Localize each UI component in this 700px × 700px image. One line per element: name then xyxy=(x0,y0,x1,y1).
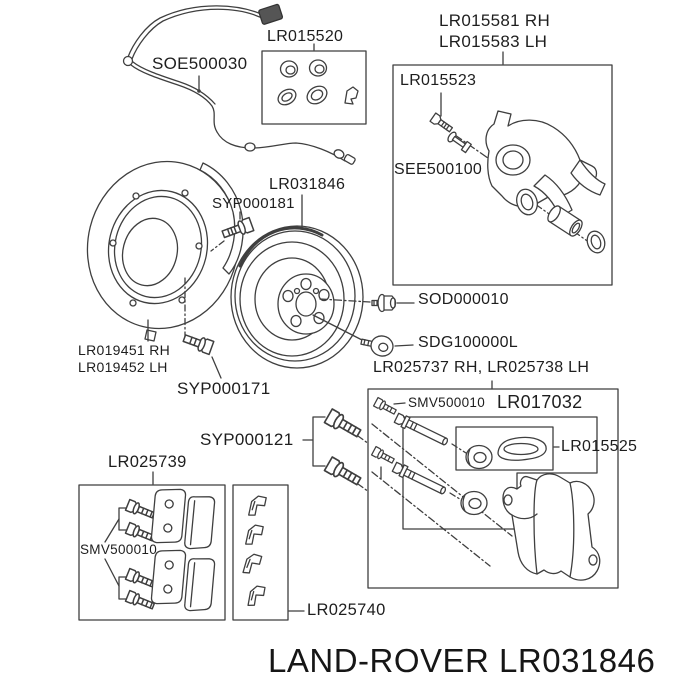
disc-screw-drawing xyxy=(182,277,215,356)
piston-seal-kit-box xyxy=(261,50,367,125)
caliper-bracket-drawing xyxy=(502,473,601,581)
label-shield-rh: LR019451 RH xyxy=(78,342,171,358)
hub-bolt-drawing xyxy=(319,293,397,313)
label-caliper-rh: LR015581 RH xyxy=(439,11,551,30)
label-bracket-assembly: LR025737 RH, LR025738 LH xyxy=(373,359,590,376)
label-piston-seal-kit: LR015520 xyxy=(267,28,344,45)
label-shield-lh: LR019452 LH xyxy=(78,359,168,375)
bracket-kit-box xyxy=(367,388,619,589)
backing-plate-drawing xyxy=(86,160,244,342)
label-guide-bolt: SMV500010 xyxy=(408,395,486,410)
abs-wire-drawing xyxy=(122,3,356,165)
label-pad-kit: LR025739 xyxy=(108,453,187,471)
brake-disc-drawing xyxy=(230,225,364,369)
label-bleed-screw: LR015523 xyxy=(400,72,477,89)
label-disc-screw: SYP000171 xyxy=(177,379,271,398)
label-abs-sensor: SOE500030 xyxy=(152,54,248,73)
label-brake-disc: LR031846 xyxy=(269,176,346,193)
label-bracket-bolts: SYP000121 xyxy=(200,430,294,449)
set-screw-drawing xyxy=(312,314,394,357)
label-pad-bolts: SMV500010 xyxy=(80,542,158,557)
shield-bolt-drawing xyxy=(210,216,255,252)
label-shield-bolt: SYP000181 xyxy=(212,195,295,212)
boot-kit-box xyxy=(455,426,554,471)
label-disc-set-screw: SDG100000L xyxy=(418,334,518,351)
clip-kit-box xyxy=(232,484,289,621)
label-boot-kit: LR015525 xyxy=(561,438,638,455)
bracket-bolts-drawing xyxy=(302,408,370,493)
bushing-drawing xyxy=(460,490,488,516)
guide-pin-kit-outline xyxy=(402,416,598,530)
label-clip-kit: LR025740 xyxy=(307,601,386,619)
bushing-drawing xyxy=(465,444,493,470)
label-caliper-lh: LR015583 LH xyxy=(439,32,548,51)
label-caliper-repair-kit: SEE500100 xyxy=(394,161,483,178)
footer-title: LAND-ROVER LR031846 xyxy=(268,642,656,679)
label-guide-pin-kit: LR017032 xyxy=(497,392,583,412)
label-hub-bolt: SOD000010 xyxy=(418,291,509,308)
pad-kit-box xyxy=(78,484,226,621)
leader-lines xyxy=(147,43,560,612)
caliper-drawing xyxy=(429,110,606,254)
